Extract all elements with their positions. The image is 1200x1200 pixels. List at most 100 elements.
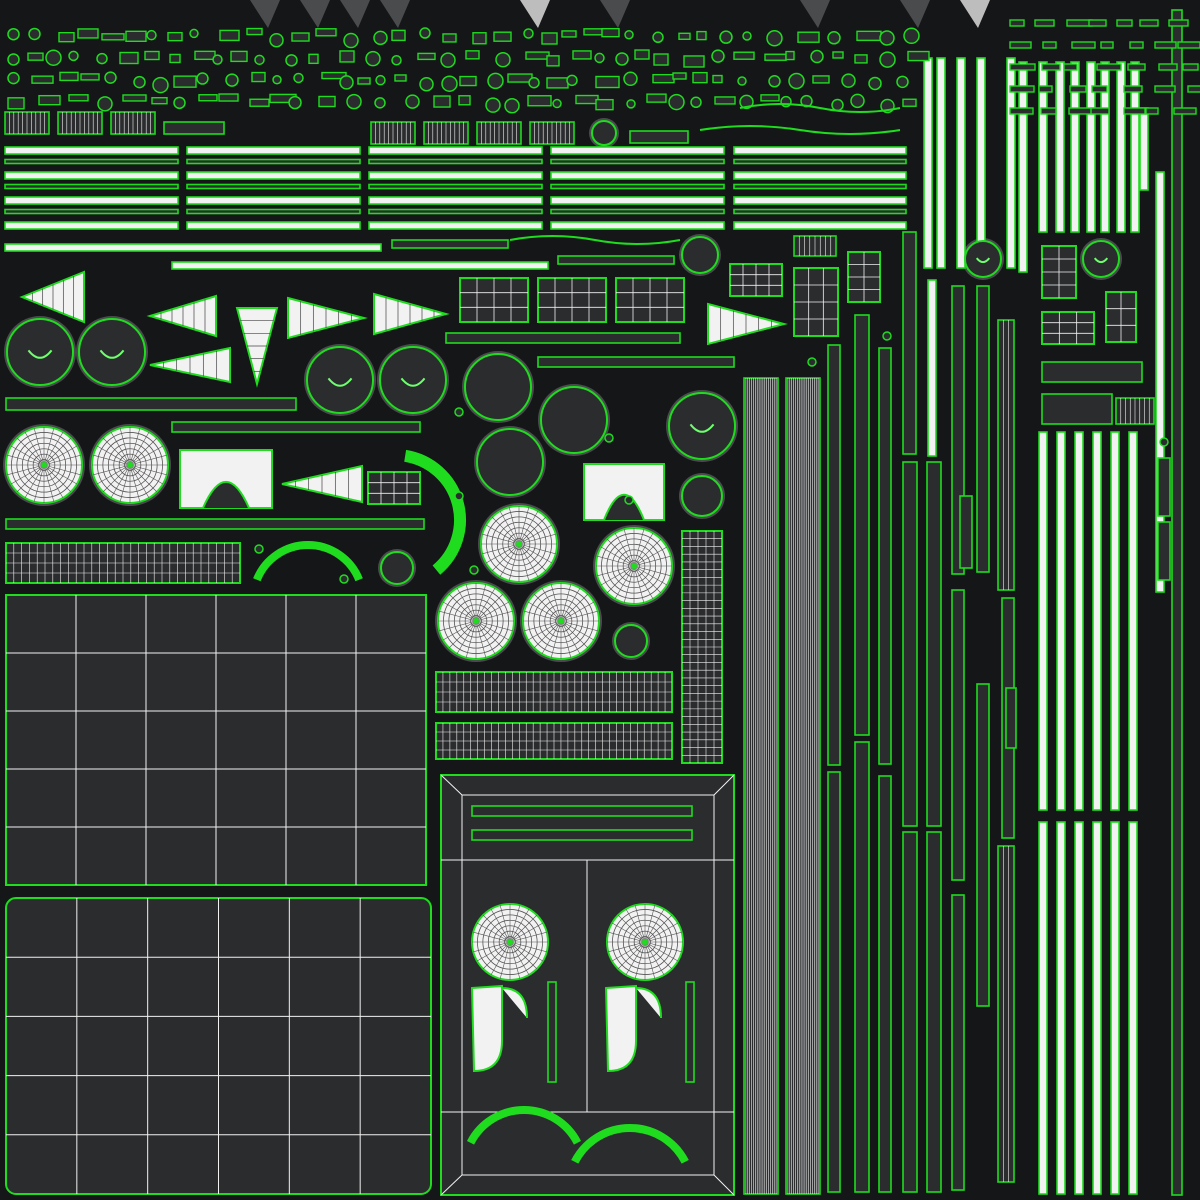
tall-hatch-q-body (997, 319, 1015, 591)
top-spike-2 (340, 0, 370, 28)
right-frame-a-body (1041, 361, 1143, 383)
fan-island-c (149, 346, 231, 384)
ring-island-b-inner-mark (99, 349, 125, 359)
small-part (523, 28, 534, 39)
wheel-disc-e-spoke (456, 587, 477, 622)
wheel-disc-d-spoke (633, 565, 662, 594)
h-bar-3-4-body (550, 196, 725, 205)
ring-island-h (476, 428, 544, 496)
small-part (739, 94, 754, 110)
small-part (712, 74, 723, 84)
edge-strip-far (1171, 9, 1183, 1196)
small-part (495, 51, 511, 68)
wheel-disc-h-spoke (625, 908, 646, 943)
tiny-ring-0 (454, 407, 464, 417)
h-bar-2-5 (368, 208, 543, 215)
small-part-right (1096, 63, 1122, 71)
wheel-disc-g-spoke (509, 931, 547, 943)
hdr-bar-b-body (629, 130, 689, 144)
small-part (696, 30, 707, 41)
wheel-disc-a (5, 426, 83, 504)
top-spike-5 (250, 0, 280, 28)
wheel-disc-a-spoke (43, 464, 78, 485)
tall-thin-f (878, 775, 892, 1193)
wheel-disc-e-spoke (475, 620, 487, 658)
small-part (249, 98, 270, 107)
small-part (196, 72, 209, 85)
small-part-right (1168, 19, 1189, 27)
tile-k (793, 235, 837, 257)
h-bar-4-2-body (733, 171, 907, 180)
tall-thin-m (951, 589, 965, 881)
small-part (561, 30, 577, 38)
ring-island-n-outer (1082, 240, 1120, 278)
small-part (541, 32, 558, 45)
wheel-disc-d (595, 527, 673, 605)
small-part (634, 49, 650, 60)
curved-strip-c (466, 1106, 582, 1145)
mesh-strip-vertical (681, 530, 723, 764)
wavy-edge-0 (699, 125, 901, 135)
small-part (788, 72, 805, 90)
hook-island-0 (470, 984, 528, 1073)
wheel-disc-d-spoke (633, 565, 668, 586)
small-part-right (1100, 41, 1114, 49)
h-bar-3-3 (550, 183, 725, 190)
h-bar-0-1 (4, 158, 179, 165)
tall-thin-c (854, 314, 870, 736)
h-bar-3-0 (550, 146, 725, 155)
tall-col-b (785, 377, 821, 1195)
wheel-disc-a-spoke (16, 437, 45, 466)
bright-v-mid-5 (1128, 431, 1138, 811)
small-part (254, 54, 265, 66)
h-bar-1-3 (186, 183, 361, 190)
small-part (27, 52, 44, 61)
small-part (646, 93, 667, 103)
wheel-disc-b-spoke (129, 464, 158, 493)
tall-hatch-q (997, 319, 1015, 591)
thin-bar-b (5, 518, 425, 530)
wheel-disc-e-spoke (448, 620, 477, 649)
tall-thin-b-body (827, 771, 841, 1193)
h-bar-short (391, 239, 509, 249)
wheel-disc-a-spoke (10, 464, 45, 485)
ring-island-j (380, 551, 414, 585)
small-part (122, 94, 147, 102)
h-bar-3-1 (550, 158, 725, 165)
bright-v-top-9-body (1086, 61, 1096, 233)
wheel-disc-b-spoke (129, 431, 150, 466)
wheel-disc-h-spoke (625, 941, 646, 976)
small-part (7, 71, 20, 85)
wheel-disc-d-spoke (633, 529, 645, 567)
fan-island-a (19, 270, 85, 324)
mid-post-b (1005, 687, 1017, 749)
wavy-edge-1 (739, 103, 901, 113)
small-part (841, 73, 856, 88)
wheel-disc-f-spoke (533, 620, 562, 649)
small-part-right (1088, 19, 1107, 27)
wheel-disc-c-spoke (491, 516, 520, 545)
wheel-disc-a-spoke (43, 431, 64, 466)
wheel-disc-f-spoke (527, 620, 562, 641)
wheel-disc-a-spoke (24, 464, 45, 499)
wheel-disc-f-hub (558, 618, 564, 624)
h-bar-3-2 (550, 171, 725, 180)
wheel-disc-c-spoke (482, 533, 520, 545)
h-bar-1-5-body (186, 208, 361, 215)
wheel-disc-d-spoke (633, 565, 645, 603)
top-spike-3 (380, 0, 410, 28)
wheel-disc-c-spoke (491, 543, 520, 572)
tiny-ring-1 (454, 491, 464, 501)
small-part (465, 50, 480, 60)
bright-v-low-2 (1074, 821, 1084, 1195)
wheel-disc-d-spoke (633, 532, 654, 567)
small-part-right (1040, 107, 1057, 115)
wheel-disc-c-spoke (518, 543, 530, 581)
small-part-right (1154, 85, 1176, 93)
tall-hatch-r (997, 845, 1015, 1183)
h-bar-4-5-body (733, 208, 907, 215)
small-part (854, 54, 868, 64)
hatched-block-3 (370, 121, 416, 145)
fan-island-h (281, 464, 363, 504)
wheel-disc-c-spoke (508, 543, 520, 581)
